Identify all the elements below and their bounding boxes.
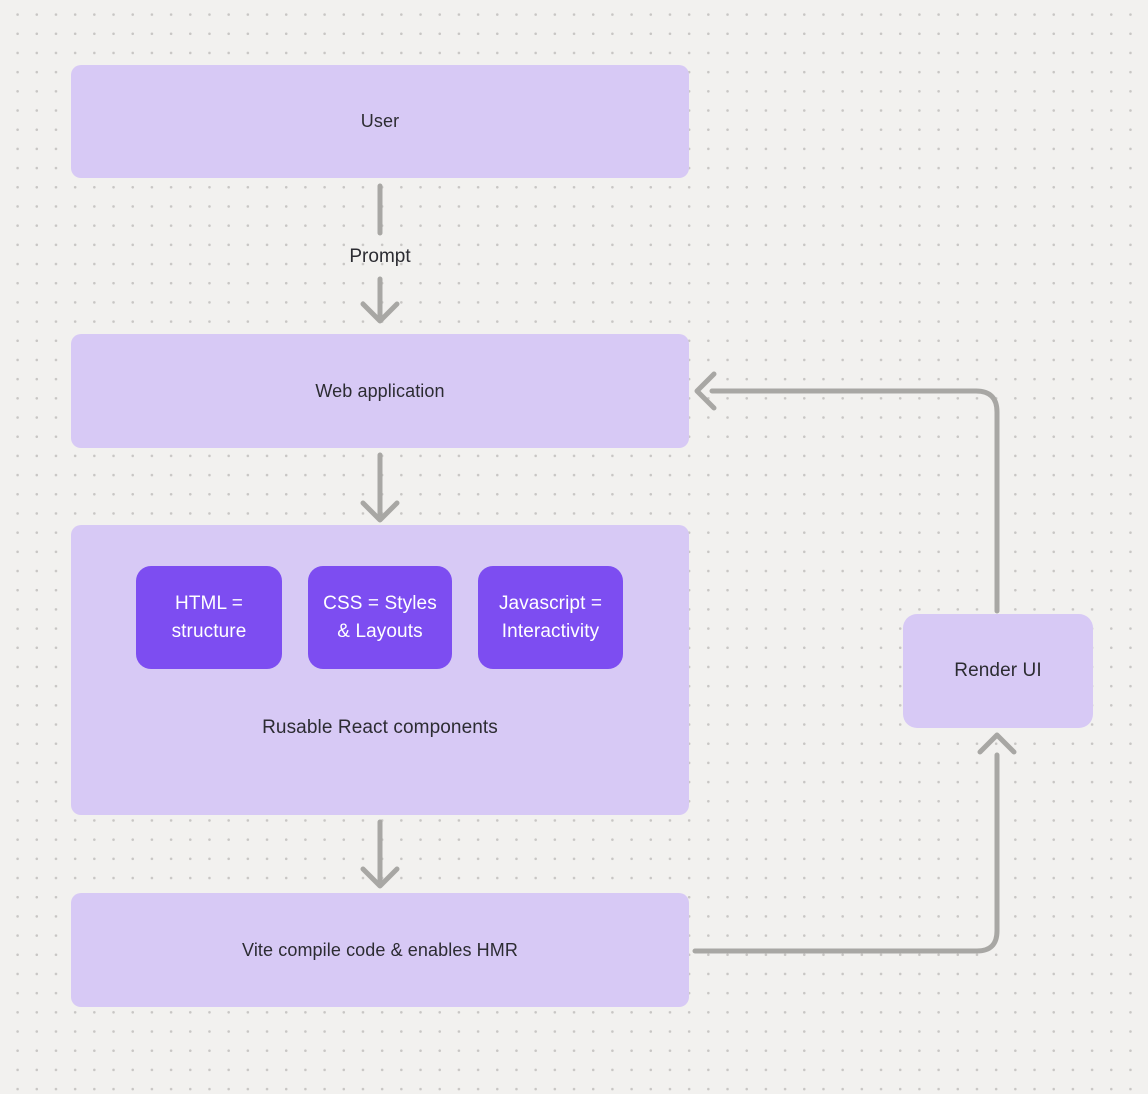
node-javascript-interactivity[interactable]: Javascript = Interactivity [478, 566, 623, 669]
node-css-label-line1: CSS = Styles [323, 592, 437, 614]
edge-renderui-to-webapp [709, 388, 1000, 614]
node-css-label-line2: & Layouts [337, 620, 423, 642]
arrowhead-down-into-vite [360, 866, 400, 889]
arrowhead-down-into-webapp [360, 301, 400, 324]
node-user[interactable]: User [71, 65, 689, 178]
node-render-ui[interactable]: Render UI [903, 614, 1093, 728]
node-web-application[interactable]: Web application [71, 334, 689, 448]
node-html-label-line1: HTML = [175, 592, 243, 614]
react-components-caption: Rusable React components [262, 717, 498, 738]
node-html-structure[interactable]: HTML = structure [136, 566, 282, 669]
edge-label-prompt: Prompt [349, 246, 411, 267]
node-vite-compile[interactable]: Vite compile code & enables HMR [71, 893, 689, 1007]
node-web-application-label: Web application [315, 380, 445, 401]
node-render-ui-label: Render UI [954, 660, 1042, 681]
node-js-label-line2: Interactivity [501, 620, 600, 642]
arrowhead-down-into-components [360, 500, 400, 523]
node-user-label: User [360, 111, 400, 131]
node-html-label-line2: structure [171, 620, 247, 642]
node-react-components-group[interactable]: HTML = structure CSS = Styles & Layouts … [71, 525, 689, 815]
edge-vite-to-renderui [692, 752, 1000, 954]
arrowhead-left-into-webapp [694, 371, 717, 411]
node-js-label-line1: Javascript = [498, 592, 603, 614]
node-css-styles[interactable]: CSS = Styles & Layouts [308, 566, 452, 669]
node-vite-label: Vite compile code & enables HMR [242, 939, 518, 960]
arrowhead-up-into-renderui [977, 732, 1017, 755]
